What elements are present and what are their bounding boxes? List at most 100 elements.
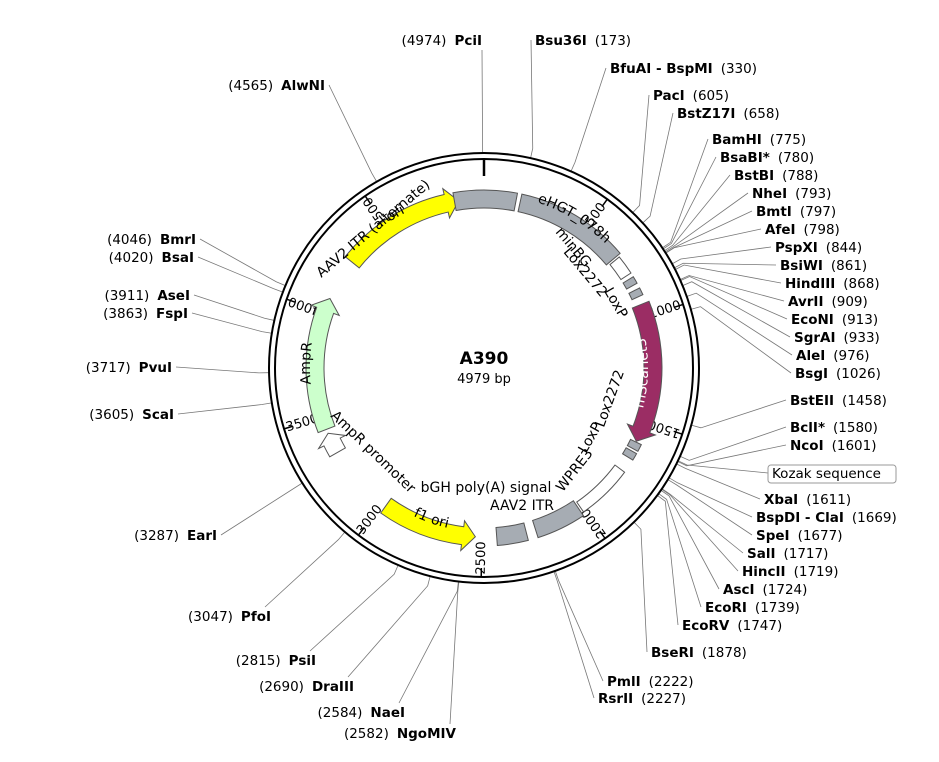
feature-mscarlet3[interactable]: mScarlet3 bbox=[626, 300, 663, 442]
site-pmli[interactable]: PmlI(2222) bbox=[607, 674, 694, 690]
site-bspdi-clai[interactable]: BspDI - ClaI(1669) bbox=[756, 510, 897, 526]
leader-line bbox=[347, 576, 431, 678]
site-kozak-sequence[interactable]: Kozak sequence bbox=[767, 464, 897, 484]
site-paci[interactable]: PacI(605) bbox=[653, 88, 729, 104]
site-rsrii[interactable]: RsrII(2227) bbox=[598, 691, 686, 707]
site-ncoi[interactable]: NcoI(1601) bbox=[790, 438, 877, 454]
feature-shape bbox=[452, 189, 519, 212]
site-asei[interactable]: (3911)AseI bbox=[104, 288, 190, 304]
leader-line bbox=[674, 264, 782, 284]
site-ecorv[interactable]: EcoRV(1747) bbox=[682, 618, 782, 634]
leader-line bbox=[680, 276, 788, 320]
site-scai[interactable]: (3605)ScaI bbox=[89, 407, 174, 423]
site-bsu36i[interactable]: Bsu36I(173) bbox=[535, 33, 631, 49]
feature-f1-ori[interactable]: f1 ori bbox=[380, 497, 477, 552]
site-bsabi[interactable]: BsaBI*(780) bbox=[720, 150, 814, 166]
site-ngomiv[interactable]: (2582)NgoMIV bbox=[344, 726, 457, 742]
site-bsteii[interactable]: BstEII(1458) bbox=[790, 393, 887, 409]
leader-line bbox=[197, 256, 283, 293]
site-sgrai[interactable]: SgrAI(933) bbox=[794, 330, 880, 346]
site-bmti[interactable]: BmtI(797) bbox=[756, 204, 836, 220]
feature-shape bbox=[344, 187, 460, 269]
leader-line bbox=[328, 84, 378, 182]
site-sali[interactable]: SalI(1717) bbox=[747, 546, 828, 562]
feature-loxp[interactable] bbox=[628, 287, 644, 301]
site-bstbi[interactable]: BstBI(788) bbox=[734, 168, 818, 184]
site-bsiwi[interactable]: BsiWI(861) bbox=[780, 258, 867, 274]
feature-lox2272[interactable] bbox=[621, 447, 638, 461]
site-avrii[interactable]: AvrII(909) bbox=[788, 294, 868, 310]
site-bmri[interactable]: (4046)BmrI bbox=[107, 232, 196, 248]
site-label: AscI(1724) bbox=[723, 582, 807, 598]
feature-label-aav2-itr: AAV2 ITR bbox=[490, 498, 554, 514]
feature-lox2272[interactable] bbox=[622, 276, 638, 290]
feature-label-bgh: bGH poly(A) signal bbox=[421, 480, 552, 496]
leader-line bbox=[449, 581, 460, 725]
leader-line bbox=[662, 156, 717, 250]
leader-line bbox=[191, 312, 272, 334]
site-ecori[interactable]: EcoRI(1739) bbox=[705, 600, 800, 616]
leader-line bbox=[686, 292, 793, 356]
feature-label-loxp-a: LoxP bbox=[600, 285, 630, 321]
site-label: PacI(605) bbox=[653, 88, 729, 104]
site-pcii[interactable]: (4974)PciI bbox=[402, 33, 482, 49]
site-pvui[interactable]: (3717)PvuI bbox=[86, 360, 172, 376]
feature-bgh-poly-a-signal[interactable] bbox=[531, 500, 585, 539]
site-pfoi[interactable]: (3047)PfoI bbox=[188, 609, 271, 625]
leader-line bbox=[309, 564, 399, 652]
site-label: (2815)PsiI bbox=[236, 653, 316, 669]
site-label: (3047)PfoI bbox=[188, 609, 271, 625]
feature-ampr[interactable]: AmpR bbox=[298, 296, 341, 434]
leader-line bbox=[175, 366, 270, 374]
site-spei[interactable]: SpeI(1677) bbox=[756, 528, 842, 544]
leader-line bbox=[690, 306, 792, 374]
feature-shape bbox=[495, 522, 529, 547]
leader-line bbox=[679, 275, 785, 302]
site-label: EcoRV(1747) bbox=[682, 618, 782, 634]
site-bfuai-bspmi[interactable]: BfuAI - BspMI(330) bbox=[610, 61, 757, 77]
site-afei[interactable]: AfeI(798) bbox=[765, 222, 840, 238]
feature-wpre3[interactable] bbox=[576, 464, 626, 513]
site-bsgi[interactable]: BsgI(1026) bbox=[795, 366, 881, 382]
site-label: BsgI(1026) bbox=[795, 366, 881, 382]
site-hincii[interactable]: HincII(1719) bbox=[742, 564, 838, 580]
feature-annotation: Kozak sequence bbox=[772, 466, 881, 482]
leader-line bbox=[481, 49, 484, 154]
feature-shape bbox=[305, 297, 341, 434]
leader-line bbox=[220, 482, 303, 536]
site-nhei[interactable]: NheI(793) bbox=[752, 186, 831, 202]
site-xbai[interactable]: XbaI(1611) bbox=[764, 492, 851, 508]
site-label: BstZ17I(658) bbox=[677, 106, 780, 122]
feature-shape bbox=[380, 497, 477, 552]
site-naei[interactable]: (2584)NaeI bbox=[318, 705, 405, 721]
site-eari[interactable]: (3287)EarI bbox=[134, 528, 217, 544]
site-alei[interactable]: AleI(976) bbox=[796, 348, 870, 364]
site-label: BclI*(1580) bbox=[790, 420, 878, 436]
feature-ampr-promoter[interactable] bbox=[317, 432, 348, 458]
site-psii[interactable]: (2815)PsiI bbox=[236, 653, 316, 669]
site-bcli[interactable]: BclI*(1580) bbox=[790, 420, 878, 436]
site-bseri[interactable]: BseRI(1878) bbox=[651, 645, 747, 661]
leader-line bbox=[661, 488, 744, 554]
site-draiii[interactable]: (2690)DraIII bbox=[259, 679, 354, 695]
site-label: (3605)ScaI bbox=[89, 407, 174, 423]
leader-line bbox=[667, 479, 753, 536]
leader-line bbox=[657, 495, 679, 626]
leader-line bbox=[679, 426, 787, 461]
site-econi[interactable]: EcoNI(913) bbox=[791, 312, 878, 328]
site-alwni[interactable]: (4565)AlwNI bbox=[228, 78, 325, 94]
feature-minbg[interactable] bbox=[609, 256, 632, 281]
feature-aav2-itr-alternate[interactable] bbox=[452, 189, 519, 212]
site-asci[interactable]: AscI(1724) bbox=[723, 582, 807, 598]
site-pspxi[interactable]: PspXI(844) bbox=[775, 240, 862, 256]
site-bstz17i[interactable]: BstZ17I(658) bbox=[677, 106, 780, 122]
site-bamhi[interactable]: BamHI(775) bbox=[712, 132, 806, 148]
feature-loxp[interactable] bbox=[626, 438, 642, 453]
site-bsai[interactable]: (4020)BsaI bbox=[109, 250, 194, 266]
site-hindiii[interactable]: HindIII(868) bbox=[785, 276, 880, 292]
feature-aav2-itr[interactable] bbox=[495, 522, 529, 547]
site-fspi[interactable]: (3863)FspI bbox=[103, 306, 188, 322]
feature-shape bbox=[622, 276, 638, 290]
tick-1500 bbox=[673, 430, 683, 435]
leader-line bbox=[661, 488, 739, 572]
